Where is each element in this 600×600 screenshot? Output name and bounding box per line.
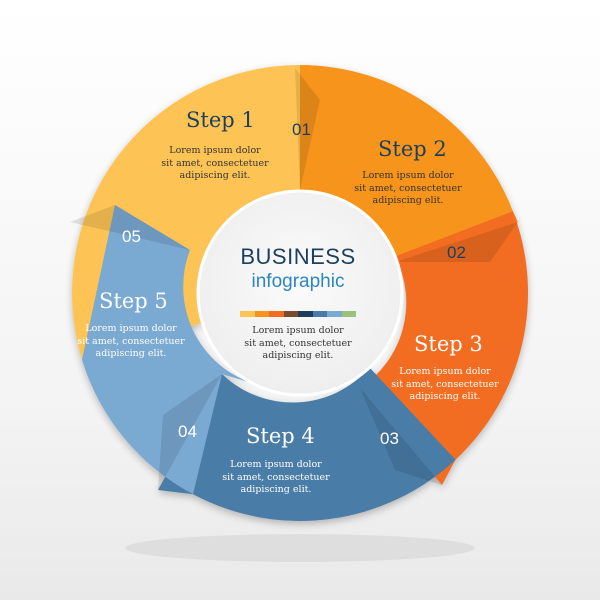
palette-swatch [327, 311, 342, 317]
step-4-number: 04 [178, 422, 197, 441]
palette-swatch [312, 311, 327, 317]
center-subtitle: infographic [251, 271, 345, 292]
shade-step-2 [395, 222, 518, 262]
color-palette-bar [240, 311, 356, 317]
step-5-text: Lorem ipsum dolor sit amet, consectetuer… [77, 323, 185, 359]
palette-swatch [298, 311, 313, 317]
palette-swatch [269, 311, 284, 317]
shade-step-1 [295, 68, 320, 190]
segment-step-5 [82, 205, 253, 495]
shade-step-4 [158, 374, 222, 490]
step-1-number: 01 [292, 120, 311, 139]
shade-step-5 [70, 205, 190, 250]
step-4-text: Lorem ipsum dolor sit amet, consectetuer… [222, 459, 330, 495]
step-5-title: Step 5 [99, 289, 168, 313]
ring-shadow [125, 534, 475, 562]
step-5-number: 05 [122, 227, 141, 246]
step-3-number: 03 [380, 429, 399, 448]
center-text: Lorem ipsum dolor sit amet, consectetuer… [244, 325, 352, 361]
segment-step-2 [300, 64, 518, 262]
segment-step-4 [158, 367, 456, 521]
step-1-text: Lorem ipsum dolor sit amet, consectetuer… [161, 145, 269, 181]
ring-segments [72, 64, 529, 521]
step-2-title: Step 2 [378, 137, 447, 161]
step-3-title: Step 3 [414, 332, 483, 356]
step-2-number: 02 [447, 243, 466, 262]
palette-swatch [283, 311, 298, 317]
step-2-text: Lorem ipsum dolor sit amet, consectetuer… [354, 170, 462, 206]
center-circle [196, 189, 404, 397]
step-1-title: Step 1 [186, 108, 255, 132]
segment-shading [70, 68, 518, 490]
step-3-text: Lorem ipsum dolor sit amet, consectetuer… [391, 366, 499, 402]
palette-swatch [254, 311, 269, 317]
palette-swatch [341, 311, 356, 317]
shade-step-3 [360, 388, 442, 485]
step-4-title: Step 4 [246, 424, 315, 448]
palette-swatch [240, 311, 255, 317]
center-title: BUSINESS [240, 244, 356, 269]
